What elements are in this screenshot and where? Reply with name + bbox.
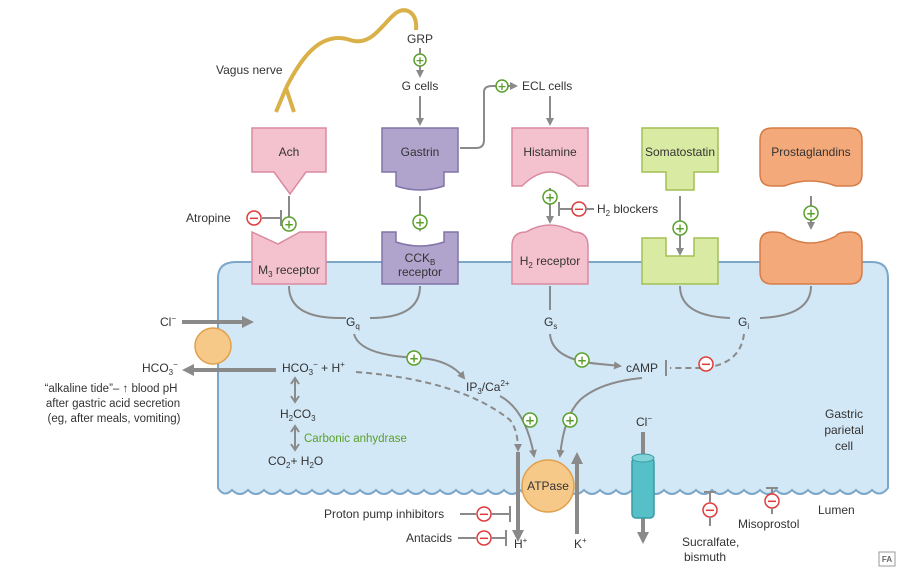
misoprostol-label: Misoprostol [738, 517, 799, 531]
stimulate-icon [574, 352, 590, 368]
bismuth-label: bismuth [684, 550, 726, 564]
m3-receptor [251, 230, 327, 285]
svg-text:+: + [409, 352, 419, 366]
somatostatin-receptor [641, 237, 719, 285]
svg-text:+: + [806, 207, 816, 221]
svg-text:−: − [705, 504, 716, 519]
alkaline-tide-line-1: “alkaline tide”– ↑ blood pH [45, 383, 178, 395]
inhibit-icon [698, 356, 714, 372]
prostaglandin-receptor [759, 231, 863, 285]
stimulate-icon [672, 220, 688, 236]
parietal-label: parietal [824, 423, 863, 437]
ach-ligand [251, 127, 327, 196]
stimulate-icon [522, 412, 538, 428]
ppi-label: Proton pump inhibitors [324, 507, 444, 521]
somatostatin-ligand [641, 127, 719, 191]
h2-receptor [511, 224, 589, 285]
histamine-ligand [511, 127, 589, 187]
camp-label: cAMP [626, 361, 658, 375]
cckb-receptor [381, 231, 459, 285]
prostaglandins-label: Prostaglandins [771, 145, 850, 159]
svg-text:−: − [479, 532, 490, 547]
svg-text:+: + [415, 216, 425, 230]
svg-text:+: + [577, 354, 587, 368]
cl-channel [631, 457, 655, 519]
gi-label: Gi [738, 315, 749, 331]
somatostatin-label: Somatostatin [645, 145, 715, 159]
gq-label: Gq [346, 315, 360, 331]
k-in-label: K+ [574, 536, 587, 551]
h2-blockers-label: H2 blockers [597, 202, 658, 218]
lumen-label: Lumen [818, 503, 855, 517]
h-out-label: H+ [514, 536, 528, 551]
ach-label: Ach [279, 145, 300, 159]
alkaline-tide-line-3: (eg, after meals, vomiting) [48, 413, 181, 425]
svg-text:−: − [767, 495, 778, 510]
atpase-pump [521, 459, 575, 513]
prostaglandins-ligand [759, 127, 863, 187]
cckb-receptor-label: CCKB [405, 251, 436, 267]
sucralfate-label: Sucralfate, [682, 535, 739, 549]
cckb-receptor-label-2: receptor [398, 265, 442, 279]
stimulate-icon [803, 205, 819, 221]
vagus-nerve-label: Vagus nerve [216, 63, 283, 77]
gs-label: Gs [544, 315, 557, 331]
atropine-label: Atropine [186, 211, 231, 225]
hco3-h-label: HCO3− + H+ [282, 360, 345, 377]
stimulate-icon [412, 214, 428, 230]
svg-text:+: + [675, 222, 685, 236]
ip3-ca-label: IP3/Ca2+ [466, 379, 510, 396]
fa-logo-text: FA [882, 555, 892, 564]
svg-text:−: − [249, 212, 260, 227]
h2co3-label: H2CO3 [280, 407, 316, 423]
histamine-label: Histamine [523, 145, 577, 159]
stimulate-icon [562, 412, 578, 428]
svg-text:+: + [525, 414, 535, 428]
alkaline-tide-line-2: after gastric acid secretion [46, 398, 180, 410]
grp-label: GRP [407, 32, 433, 46]
svg-text:+: + [284, 218, 294, 232]
gastric-label: Gastric [825, 407, 863, 421]
svg-text:+: + [565, 414, 575, 428]
vagus-nerve [284, 8, 419, 89]
m3-receptor-label: M3 receptor [258, 263, 320, 279]
gastrin-ligand [381, 127, 459, 191]
ecl-cells-label: ECL cells [522, 79, 572, 93]
stimulate-icon [542, 189, 558, 205]
svg-text:−: − [701, 358, 712, 373]
vagus-nerve-branch [274, 87, 296, 113]
svg-text:+: + [545, 191, 555, 205]
svg-text:−: − [574, 203, 585, 218]
cl-out-label: Cl− [636, 414, 652, 429]
atpase-label: ATPase [527, 479, 569, 493]
svg-text:+: + [497, 80, 506, 93]
hco3-out-label: HCO3− [142, 360, 178, 377]
plus-symbol: + [415, 54, 424, 67]
antacids-label: Antacids [406, 531, 452, 545]
cell-label: cell [835, 439, 853, 453]
svg-text:−: − [479, 508, 490, 523]
h2-receptor-label: H2 receptor [520, 254, 580, 270]
gastrin-label: Gastrin [401, 145, 440, 159]
fa-logo [878, 551, 896, 567]
co2-h2o-label: CO2+ H2O [268, 454, 323, 470]
g-cells-label: G cells [402, 79, 439, 93]
stimulate-icon [413, 53, 427, 67]
cl-hco3-exchanger [194, 327, 232, 365]
stimulate-icon [495, 79, 509, 93]
stimulate-icon [406, 350, 422, 366]
cl-in-label: Cl− [160, 314, 176, 329]
carbonic-anhydrase-label: Carbonic anhydrase [304, 433, 407, 445]
inhibit-icon [246, 210, 262, 226]
